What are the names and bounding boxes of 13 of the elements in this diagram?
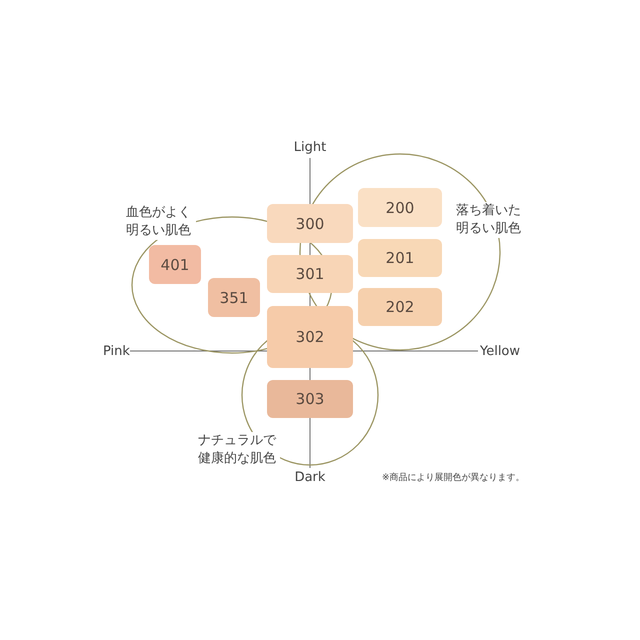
color-swatch: 202 [358, 288, 442, 326]
color-swatch: 302 [267, 306, 353, 368]
color-swatch: 301 [267, 255, 353, 293]
color-swatch: 351 [208, 278, 260, 317]
group-label: 血色がよく明るい肌色 [126, 204, 196, 240]
color-swatch: 201 [358, 239, 442, 277]
axis-label: Light [292, 139, 328, 157]
color-swatch: 300 [267, 204, 353, 243]
axis-label: Dark [294, 469, 326, 487]
color-swatch: 401 [149, 245, 201, 284]
color-swatch: 303 [267, 380, 353, 418]
footnote: ※商品により展開色が異なります。 [382, 472, 525, 485]
color-swatch: 200 [358, 188, 442, 227]
